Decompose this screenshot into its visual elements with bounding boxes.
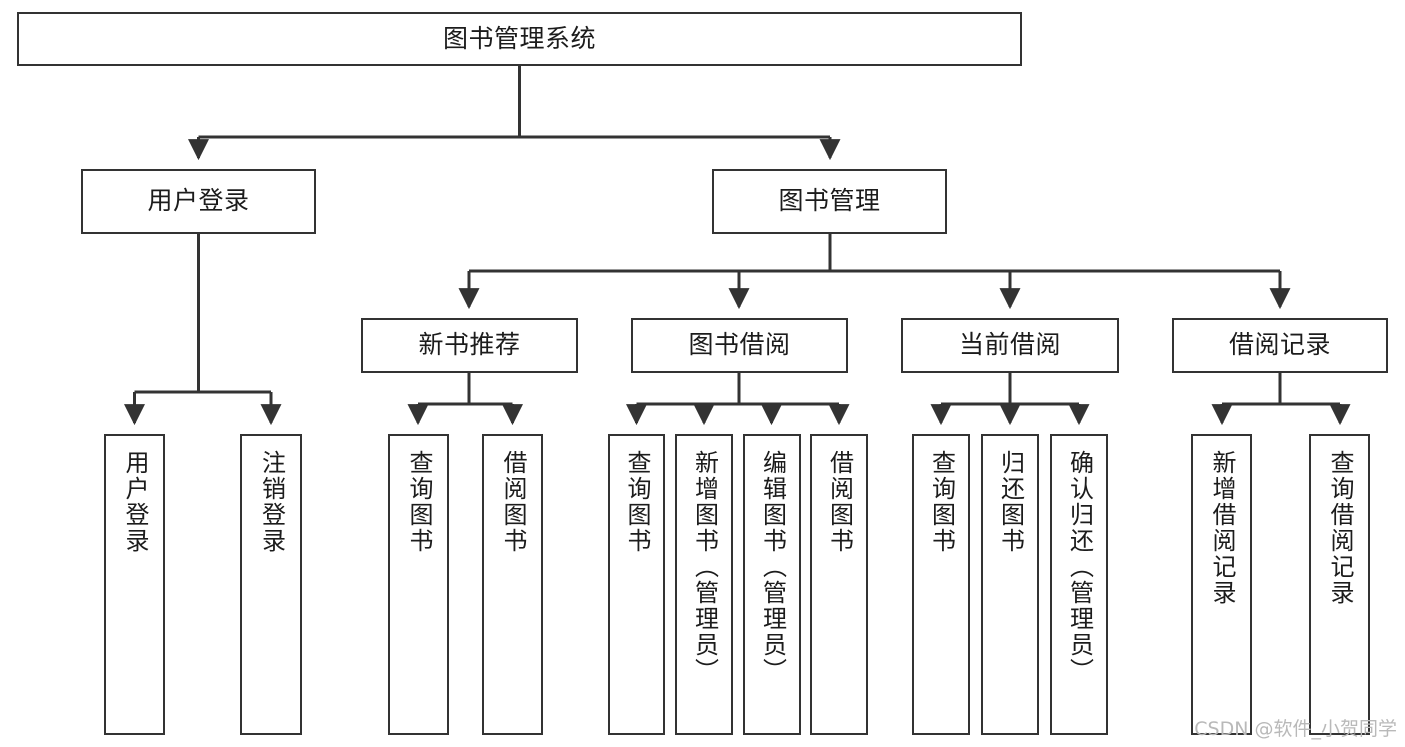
leaf-current-confirm-return[interactable]: 确认归还（管理员） bbox=[1050, 434, 1108, 735]
leaf-borrow-borrow-book-label: 借阅图书 bbox=[825, 450, 854, 554]
leaf-current-query-book-label: 查询图书 bbox=[927, 450, 956, 554]
leaf-borrow-add-book[interactable]: 新增图书（管理员） bbox=[675, 434, 733, 735]
leaf-recommend-query-book[interactable]: 查询图书 bbox=[388, 434, 449, 735]
node-current-borrow-label: 当前借阅 bbox=[958, 330, 1061, 360]
leaf-user-login-signin-label: 用户登录 bbox=[120, 450, 149, 554]
node-book-management-label: 图书管理 bbox=[778, 186, 881, 216]
leaf-user-login-signout[interactable]: 注销登录 bbox=[240, 434, 302, 735]
leaf-recommend-borrow-book[interactable]: 借阅图书 bbox=[482, 434, 543, 735]
node-borrow-record-label: 借阅记录 bbox=[1228, 330, 1331, 360]
leaf-current-return-book[interactable]: 归还图书 bbox=[981, 434, 1039, 735]
node-book-borrow-label: 图书借阅 bbox=[688, 330, 791, 360]
leaf-borrow-borrow-book[interactable]: 借阅图书 bbox=[810, 434, 868, 735]
node-user-login[interactable]: 用户登录 bbox=[81, 169, 316, 234]
node-new-book-recommend-label: 新书推荐 bbox=[418, 330, 521, 360]
leaf-borrow-add-book-label: 新增图书（管理员） bbox=[690, 450, 719, 684]
leaf-user-login-signout-label: 注销登录 bbox=[257, 450, 286, 554]
node-new-book-recommend[interactable]: 新书推荐 bbox=[361, 318, 578, 373]
node-root[interactable]: 图书管理系统 bbox=[17, 12, 1022, 66]
leaf-record-query-record-label: 查询借阅记录 bbox=[1325, 450, 1354, 606]
leaf-recommend-borrow-book-label: 借阅图书 bbox=[498, 450, 527, 554]
leaf-borrow-edit-book-label: 编辑图书（管理员） bbox=[758, 450, 787, 684]
node-current-borrow[interactable]: 当前借阅 bbox=[901, 318, 1119, 373]
leaf-current-query-book[interactable]: 查询图书 bbox=[912, 434, 970, 735]
node-book-borrow[interactable]: 图书借阅 bbox=[631, 318, 848, 373]
leaf-current-confirm-return-label: 确认归还（管理员） bbox=[1065, 450, 1094, 684]
leaf-user-login-signin[interactable]: 用户登录 bbox=[104, 434, 165, 735]
node-book-management[interactable]: 图书管理 bbox=[712, 169, 947, 234]
leaf-recommend-query-book-label: 查询图书 bbox=[404, 450, 433, 554]
leaf-borrow-query-book[interactable]: 查询图书 bbox=[608, 434, 665, 735]
leaf-record-add-record[interactable]: 新增借阅记录 bbox=[1191, 434, 1252, 735]
leaf-borrow-edit-book[interactable]: 编辑图书（管理员） bbox=[743, 434, 801, 735]
leaf-borrow-query-book-label: 查询图书 bbox=[622, 450, 651, 554]
node-user-login-label: 用户登录 bbox=[147, 186, 250, 216]
node-root-label: 图书管理系统 bbox=[442, 23, 596, 53]
leaf-current-return-book-label: 归还图书 bbox=[996, 450, 1025, 554]
leaf-record-add-record-label: 新增借阅记录 bbox=[1207, 450, 1236, 606]
node-borrow-record[interactable]: 借阅记录 bbox=[1172, 318, 1388, 373]
csdn-watermark: CSDN @软件_小贺同学 bbox=[1194, 718, 1397, 740]
leaf-record-query-record[interactable]: 查询借阅记录 bbox=[1309, 434, 1370, 735]
